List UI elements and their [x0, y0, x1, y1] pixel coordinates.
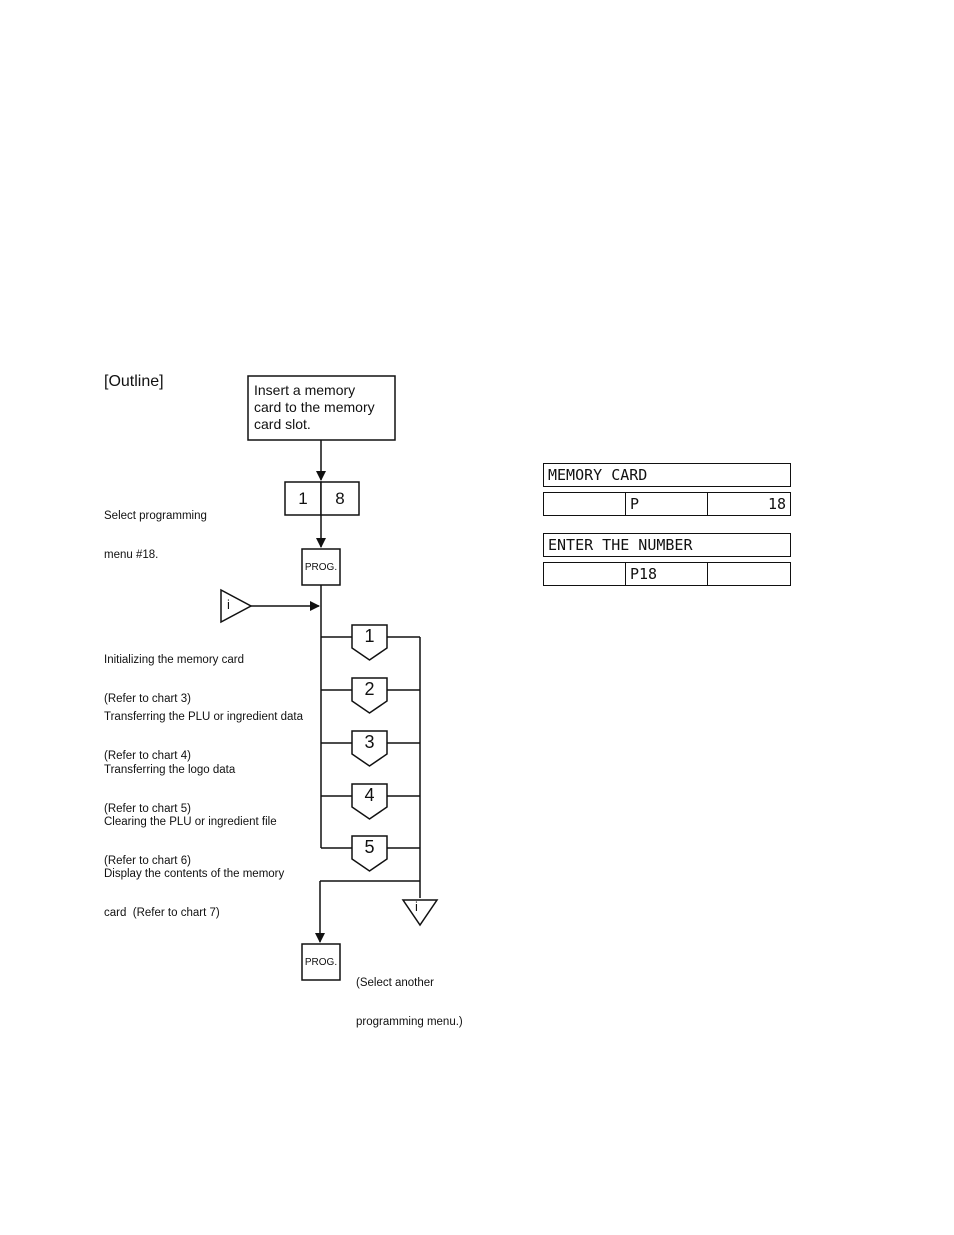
option-branch-3 — [321, 730, 420, 767]
option-number-4: 4 — [364, 785, 375, 805]
option-number-1: 1 — [364, 626, 375, 646]
lcd-1-values: P 18 — [543, 492, 791, 516]
connector-out-shape — [401, 899, 439, 927]
option-label-4: Clearing the PLU or ingredient file (Ref… — [104, 790, 277, 881]
option-branch-4 — [321, 783, 420, 820]
connector-in-label: i — [227, 597, 230, 612]
start-box-line: card to the memory — [254, 399, 375, 415]
start-box-text: Insert a memory card to the memory card … — [254, 382, 375, 433]
option-branch-2 — [321, 677, 420, 714]
key-box-1 — [284, 481, 322, 516]
option-label-3: Transferring the logo data (Refer to cha… — [104, 738, 235, 829]
lcd-2-values: P18 — [543, 562, 791, 586]
option-label-line: (Refer to chart 4) — [104, 750, 191, 762]
lcd-2-cell-right — [708, 563, 790, 585]
lcd-2-cell-mid: P18 — [626, 563, 708, 585]
option-label-line: card (Refer to chart 7) — [104, 907, 220, 919]
final-prog-key-label: PROG. — [304, 957, 338, 968]
option-number-3: 3 — [364, 732, 375, 752]
lcd-1-cell-mid: P — [626, 493, 708, 515]
lcd-1-cell-left — [544, 493, 626, 515]
option-label-5: Display the contents of the memory card … — [104, 842, 284, 933]
start-box-line: Insert a memory — [254, 382, 356, 398]
start-box — [247, 375, 396, 441]
select-label-line: menu #18. — [104, 549, 159, 561]
lcd-1-title: MEMORY CARD — [543, 463, 791, 487]
option-label-line: (Refer to chart 3) — [104, 693, 191, 705]
final-note-line: (Select another — [356, 977, 434, 989]
start-box-line: card slot. — [254, 416, 311, 432]
option-branch-5 — [321, 835, 420, 872]
key-8-label: 8 — [335, 489, 345, 508]
final-prog-key-box — [301, 943, 341, 981]
prog-key-label: PROG. — [304, 562, 338, 573]
lcd-2-title: ENTER THE NUMBER — [543, 533, 791, 557]
option-label-line: Display the contents of the memory — [104, 868, 285, 880]
final-note-line: programming menu.) — [356, 1016, 463, 1028]
lcd-2-cell-left — [544, 563, 626, 585]
option-label-line: Transferring the PLU or ingredient data — [104, 711, 304, 723]
outline-title: [Outline] — [104, 373, 164, 390]
option-branch-1 — [321, 624, 420, 661]
option-label-2: Transferring the PLU or ingredient data … — [104, 685, 303, 776]
option-label-line: (Refer to chart 6) — [104, 855, 191, 867]
option-number-5: 5 — [364, 837, 375, 857]
lcd-1-cell-right: 18 — [767, 495, 786, 513]
key-1-label: 1 — [298, 489, 308, 508]
option-number-2: 2 — [364, 679, 375, 699]
connector-in-shape — [220, 588, 253, 624]
select-label-line: Select programming — [104, 510, 207, 522]
option-label-1: Initializing the memory card (Refer to c… — [104, 628, 244, 719]
final-note: (Select another programming menu.) — [356, 951, 463, 1042]
option-label-line: Clearing the PLU or ingredient file — [104, 816, 277, 828]
option-label-line: Initializing the memory card — [104, 654, 244, 666]
prog-key-box — [301, 548, 341, 586]
key-box-8 — [320, 481, 360, 516]
option-label-line: Transferring the logo data — [104, 764, 236, 776]
select-menu-label: Select programming menu #18. — [104, 484, 207, 575]
option-label-line: (Refer to chart 5) — [104, 803, 191, 815]
connector-out-label: i — [415, 899, 418, 914]
